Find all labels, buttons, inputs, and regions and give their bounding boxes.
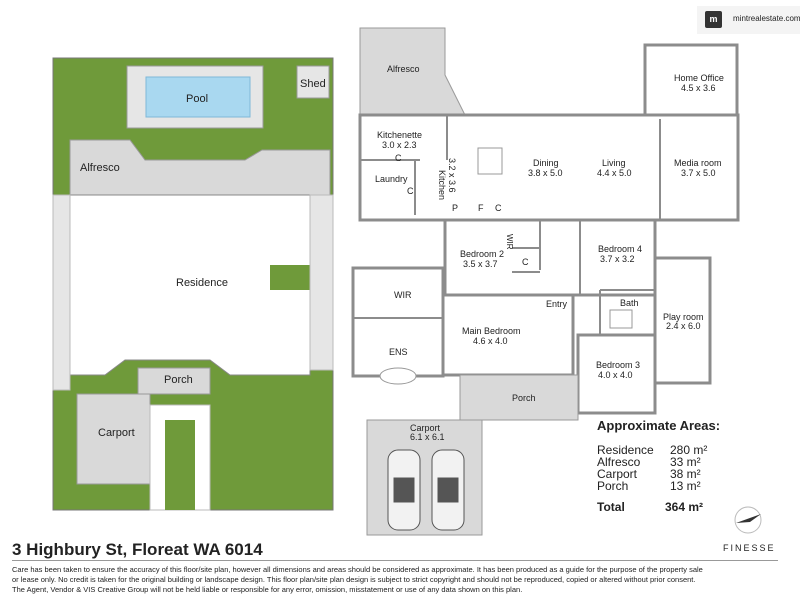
fp-bedroom4-size: 3.7 x 3.2 [600, 254, 635, 264]
pool [145, 76, 251, 118]
bathtub [379, 367, 417, 385]
fp-bedroom2-name: Bedroom 2 [460, 249, 505, 259]
side-path-right [309, 194, 334, 371]
master-wing [351, 266, 445, 378]
fp-bedroom3-size: 4.0 x 4.0 [598, 370, 633, 380]
fp-home-office-name: Home Office [674, 73, 724, 83]
fp-bedroom2-size: 3.5 x 3.7 [463, 259, 498, 269]
fp-entry-label: Entry [546, 299, 568, 309]
fp-cupboard-1: C [395, 153, 402, 163]
fp-living-size: 4.4 x 5.0 [597, 168, 632, 178]
play-room-room [653, 256, 712, 385]
car-1 [387, 449, 421, 531]
disclaimer-line-2: or lease only. No credit is taken for th… [12, 575, 696, 584]
disclaimer-line-3: The Agent, Vendor & VIS Creative Group w… [12, 585, 523, 594]
fp-kitchen-size: 3.2 x 3.6 [447, 158, 457, 193]
porch-deck [459, 374, 579, 421]
alfresco-deck [359, 27, 466, 116]
fp-kitchen-name: Kitchen [437, 170, 447, 201]
main-bedroom-room [441, 293, 575, 377]
fp-living-name: Living [602, 158, 626, 168]
main-living-block [358, 113, 740, 222]
car-2 [431, 449, 465, 531]
bedroom-block [443, 218, 657, 297]
fp-cupboard-2: C [407, 186, 414, 196]
fp-porch-label: Porch [512, 393, 536, 403]
fp-bedroom4-name: Bedroom 4 [598, 244, 643, 254]
fp-wir-label: WIR [394, 290, 412, 300]
fp-kitchenette-name: Kitchenette [377, 130, 423, 140]
brand-logo: FINESSE [723, 543, 776, 553]
fp-carport-size: 6.1 x 6.1 [410, 432, 445, 442]
site-porch-label: Porch [164, 374, 193, 386]
fp-wir-small: WIR [505, 234, 514, 250]
fp-ens-label: ENS [389, 347, 408, 357]
fp-pantry: P [452, 203, 459, 213]
home-office-room [643, 43, 739, 121]
fp-main-bedroom-name: Main Bedroom [462, 326, 521, 336]
fp-playroom-name: Play room [663, 312, 704, 322]
fp-cupboard-3: C [495, 203, 502, 213]
fp-fridge: F [478, 203, 484, 213]
site-shed-label: Shed [300, 78, 326, 90]
property-address: 3 Highbury St, Floreat WA 6014 [12, 540, 263, 559]
fp-media-size: 3.7 x 5.0 [681, 168, 716, 178]
fp-playroom-size: 2.4 x 6.0 [666, 321, 701, 331]
porch-area [137, 367, 211, 395]
site-residence-label: Residence [176, 277, 228, 289]
fp-alfresco-label: Alfresco [387, 64, 420, 74]
site-pool-label: Pool [186, 93, 209, 105]
fp-main-bedroom-size: 4.6 x 4.0 [473, 336, 508, 346]
fp-kitchenette-size: 3.0 x 2.3 [382, 140, 417, 150]
north-compass-icon [734, 506, 762, 534]
side-path-left [52, 194, 71, 391]
site-carport-label: Carport [98, 427, 135, 439]
fp-dining-size: 3.8 x 5.0 [528, 168, 563, 178]
fp-cupboard-4: C [522, 257, 529, 267]
areas-title: Approximate Areas: [597, 418, 721, 433]
fp-carport-name: Carport [410, 423, 441, 433]
carport-area [76, 393, 151, 485]
grass-recess [270, 265, 310, 290]
site-plan [52, 57, 334, 511]
agency-logo: m [705, 11, 722, 28]
fp-home-office-size: 4.5 x 3.6 [681, 83, 716, 93]
fp-media-name: Media room [674, 158, 722, 168]
fp-bedroom3-name: Bedroom 3 [596, 360, 641, 370]
site-alfresco-label: Alfresco [80, 162, 120, 174]
shed [296, 65, 330, 99]
address-rule [12, 560, 778, 561]
disclaimer-line-1: Care has been taken to ensure the accura… [12, 565, 703, 574]
fp-laundry-label: Laundry [375, 174, 408, 184]
fp-bath-label: Bath [620, 298, 639, 308]
website-url[interactable]: mintrealestate.com.au [733, 14, 800, 23]
shower [609, 309, 633, 329]
fp-dining-name: Dining [533, 158, 559, 168]
kitchen-island [477, 147, 503, 175]
bedroom3-room [576, 333, 657, 415]
floor-plan [351, 27, 740, 536]
